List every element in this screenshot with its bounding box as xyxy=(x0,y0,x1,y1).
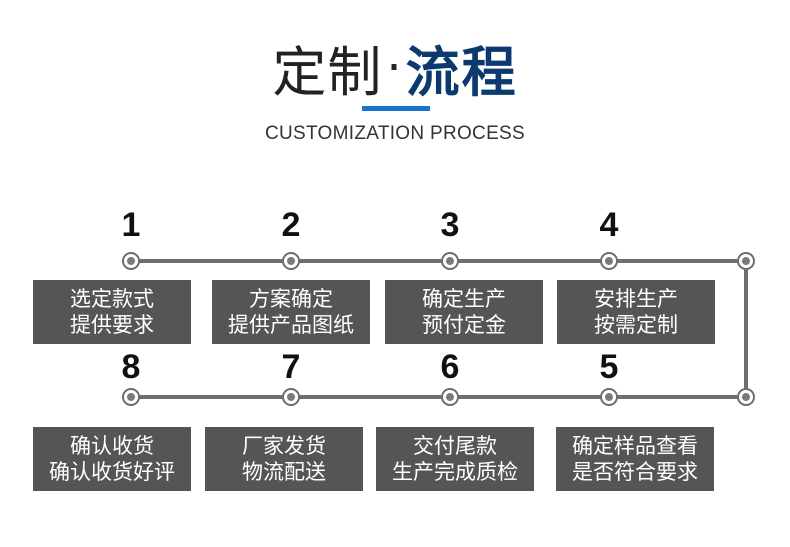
node-step-8 xyxy=(124,390,138,404)
step-5-box: 确定样品查看 是否符合要求 xyxy=(556,427,714,491)
step-1-box: 选定款式 提供要求 xyxy=(33,280,191,344)
node-step-1 xyxy=(124,254,138,268)
title-underline xyxy=(362,106,430,111)
step-7-box: 厂家发货 物流配送 xyxy=(205,427,363,491)
node-corner-top-right xyxy=(739,254,753,268)
node-step-7 xyxy=(284,390,298,404)
node-step-6 xyxy=(443,390,457,404)
step-5-line2: 是否符合要求 xyxy=(572,460,698,484)
step-6-box: 交付尾款 生产完成质检 xyxy=(376,427,534,491)
step-8-box: 确认收货 确认收货好评 xyxy=(33,427,191,491)
track-right-line xyxy=(744,261,748,397)
step-4-line1: 安排生产 xyxy=(594,287,678,311)
step-6-line1: 交付尾款 xyxy=(413,434,497,458)
step-8-line1: 确认收货 xyxy=(70,434,154,458)
node-step-2 xyxy=(284,254,298,268)
step-4-box: 安排生产 按需定制 xyxy=(557,280,715,344)
node-step-3 xyxy=(443,254,457,268)
step-3-number: 3 xyxy=(440,206,460,244)
page-title: 定制·流程 xyxy=(0,28,790,105)
title-bold-text: 流程 xyxy=(405,41,518,104)
step-1-number: 1 xyxy=(121,206,141,244)
step-3-line1: 确定生产 xyxy=(422,287,506,311)
page-subtitle: CUSTOMIZATION PROCESS xyxy=(264,123,525,144)
step-7-line2: 物流配送 xyxy=(242,460,326,484)
title-separator-dot: · xyxy=(386,39,402,96)
step-1-line1: 选定款式 xyxy=(70,287,154,311)
step-7-line1: 厂家发货 xyxy=(242,434,326,458)
step-2-number: 2 xyxy=(281,206,301,244)
step-1-line2: 提供要求 xyxy=(70,313,154,337)
node-step-5 xyxy=(602,390,616,404)
track-top-line xyxy=(132,259,746,263)
step-8-number: 8 xyxy=(121,348,141,386)
step-4-number: 4 xyxy=(599,206,619,244)
step-6-number: 6 xyxy=(440,348,460,386)
step-5-line1: 确定样品查看 xyxy=(572,434,698,458)
step-3-line2: 预付定金 xyxy=(422,313,506,337)
step-2-box: 方案确定 提供产品图纸 xyxy=(212,280,370,344)
step-6-line2: 生产完成质检 xyxy=(392,460,518,484)
step-3-box: 确定生产 预付定金 xyxy=(385,280,543,344)
step-2-line2: 提供产品图纸 xyxy=(228,313,354,337)
step-7-number: 7 xyxy=(281,348,301,386)
step-8-line2: 确认收货好评 xyxy=(49,460,175,484)
step-5-number: 5 xyxy=(599,348,619,386)
node-corner-bottom-right xyxy=(739,390,753,404)
track-bottom-line xyxy=(132,395,746,399)
step-2-line1: 方案确定 xyxy=(249,287,333,311)
title-light-text: 定制 xyxy=(272,41,383,104)
node-step-4 xyxy=(602,254,616,268)
step-4-line2: 按需定制 xyxy=(594,313,678,337)
